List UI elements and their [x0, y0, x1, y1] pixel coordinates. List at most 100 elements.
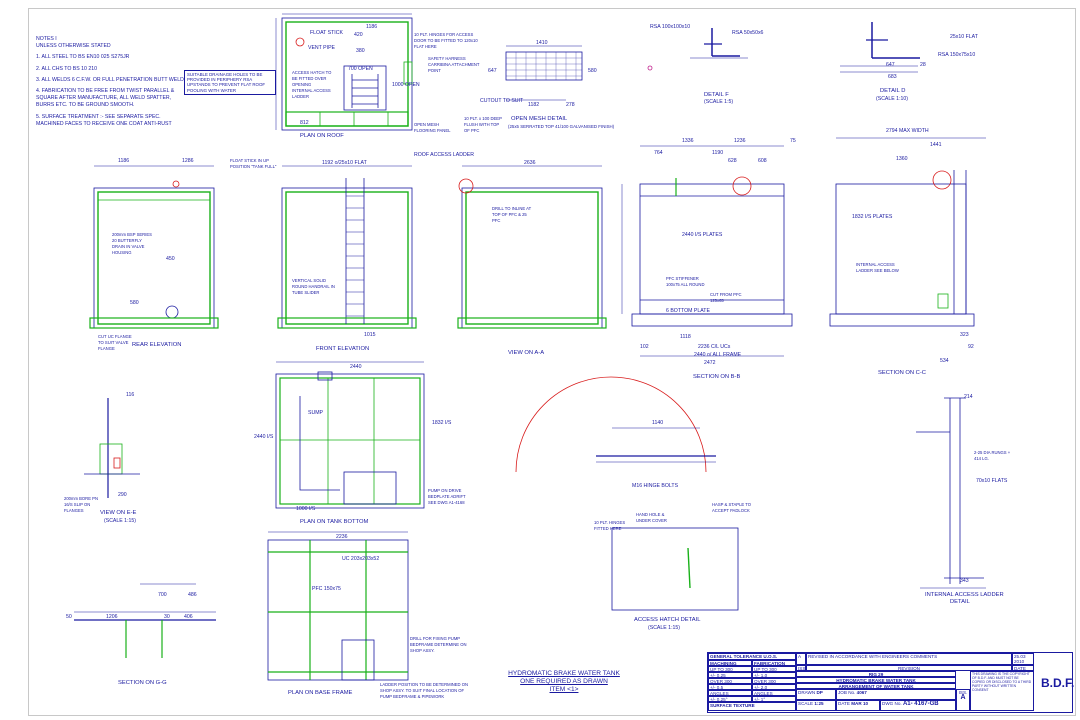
label-frame-b3: 2440 o/ ALL FRAME [694, 352, 742, 358]
ang-tol-f: +/- 1° [752, 696, 796, 702]
view-title-section-g: SECTION ON G-G [118, 680, 167, 686]
dwg-label-text: DWG No. [882, 701, 902, 706]
dim: 534 [940, 358, 949, 364]
title-line-1: HYDROMATIC BRAKE WATER TANK [508, 670, 620, 677]
label-hasp: HASP & STAPLE TO ACCEPT PADLOCK [712, 502, 752, 513]
label-drill-fixing: DRILL FOR FIXING PUMP BEDFRAME DETERMINE… [410, 636, 467, 653]
view-title-front-elevation: FRONT ELEVATION [316, 346, 370, 352]
label-pfc-stiffener: PFC STIFFENER 100x75 ALL ROUND [666, 276, 705, 287]
scale-label-text: SCALE [798, 701, 814, 706]
detail-f-view [647, 28, 748, 71]
drawing-frame [28, 8, 1076, 716]
company-logo: B.D.F. [1041, 676, 1075, 690]
section-on-c-c [829, 137, 986, 327]
dim: 1410 [536, 40, 548, 46]
label-harness: SAFETY HARNESS CARRIBINA ATTACHMENT POIN… [428, 56, 480, 73]
view-e-scale: (SCALE 1:15) [104, 518, 137, 524]
note-item: 4. FABRICATION TO BE FREE FROM TWIST PAR… [36, 88, 175, 109]
dim: 2236 [336, 534, 348, 540]
copyright-note: THIS DRAWING IS THE COPYRIGHT OF B.D.F. … [970, 671, 1034, 711]
date-heading: DATE [1012, 665, 1034, 671]
view-title-detail-f: DETAIL F [704, 92, 729, 98]
description-2: ARRANGEMENT OF WATER TANK [796, 683, 956, 689]
up-to-300-m: UP TO 300 [708, 666, 752, 672]
access-hatch-scale: (SCALE 1:15) [648, 625, 681, 631]
mach-tol-b: +/- 0.5 [708, 684, 752, 690]
dim: 343 [960, 578, 969, 584]
label-rsa-50: RSA 50x50x6 [732, 30, 764, 36]
date-value: MAR 10 [851, 701, 869, 706]
drawn-label: DRAWN DP [796, 689, 836, 700]
notes-subheading: UNLESS OTHERWISE STATED [36, 43, 111, 50]
dim: 608 [758, 158, 767, 164]
fabrication-label: FABRICATION [752, 660, 796, 666]
label-bsp-pipe: 200mm BSP SERIES 20 BUTTERFLY DRAIN IN V… [112, 232, 152, 255]
dim: 580 [130, 300, 139, 306]
dim: 323 [960, 332, 969, 338]
dim: 1118 [680, 334, 691, 340]
note-item: 3. ALL WELDS 6 C.F.W. OR FULL PENETRATIO… [36, 76, 184, 83]
dim: 1186 [366, 24, 378, 30]
internal-ladder-detail [916, 397, 986, 589]
view-title-open-mesh: OPEN MESH DETAIL [511, 116, 568, 122]
dim: 380 [356, 48, 365, 54]
revision-description: REVISED IN ACCORDANCE WITH ENGINEERS COM… [806, 653, 1012, 665]
dim: 683 [888, 74, 897, 80]
dim: 1441 [930, 142, 942, 148]
tolerance-heading: GENERAL TOLERANCE U.O.S. [708, 653, 796, 660]
label-roof-hinges: 10 PLT. HINGES FOR ACCESS DOOR TO BE FIT… [414, 32, 478, 49]
job-label: JOB No. 4067 [836, 689, 956, 700]
dim: 420 [354, 32, 363, 38]
label-frame-b2: 2236 C/L UCs [698, 344, 731, 350]
angles-m: ANGLES [708, 690, 752, 696]
scale-value: 1:25 [814, 701, 824, 706]
job-value: 4067 [856, 690, 867, 695]
section-on-g-g [74, 583, 216, 658]
fab-tol-a: +/- 1.0 [752, 672, 796, 678]
label-open-mesh-panel: OPEN MESH FLOORING PANEL [414, 122, 451, 133]
dim: 1190 [712, 150, 724, 156]
detail-d-view [840, 22, 920, 73]
date-label-text: DATE [838, 701, 850, 706]
iss-value: A [960, 694, 966, 702]
dim: 1206 [106, 614, 118, 620]
label-hinge-bolts: M16 HINGE BOLTS [632, 483, 679, 489]
dim: 580 [588, 68, 597, 74]
over-300-m: OVER 300 [708, 678, 752, 684]
view-title-ladder: INTERNAL ACCESS LADDER [925, 592, 1004, 598]
dim: 450 [166, 256, 175, 262]
label-pump: PUMP ON DRIVE BEDPLATE ADRIFT SEE DWG A1… [428, 488, 466, 505]
label-flat-25: 25x10 FLAT [950, 34, 978, 40]
dim: 1000 OPEN [392, 82, 420, 88]
label-vertical-rails: VERTICAL SOLID ROUND HANDRAIL IN TUBE SL… [292, 278, 335, 295]
over-300-f: OVER 300 [752, 678, 796, 684]
dwg-label: DWG No. A1- 4167-GB [880, 700, 956, 711]
dim: 764 [654, 150, 663, 156]
open-mesh-subtitle: (25x5 SERRATED TOP 41/100 GALVANISED FIN… [508, 124, 615, 129]
label-plates-b: 2440 I/S PLATES [682, 232, 723, 238]
dim: 1336 [682, 138, 694, 144]
label-hand-hole: HAND HOLE & UNDER COVER [636, 512, 667, 523]
dim: 1286 [182, 158, 194, 164]
section-on-b-b [621, 145, 793, 357]
dim: 1000 I/S [296, 506, 316, 512]
scale-label: SCALE 1:25 [796, 700, 836, 711]
label-rsa-top: RSA 100x100x10 [650, 24, 691, 30]
dim: 486 [188, 592, 197, 598]
dim: 28 [920, 62, 926, 68]
dim: 102 [640, 344, 649, 350]
dim: 1832 I/S [432, 420, 452, 426]
iss-value-cell: ISS.A [956, 689, 970, 711]
dim: 1140 [652, 420, 664, 426]
dim: 2440 I/S [254, 434, 274, 440]
dim: 2440 [350, 364, 362, 370]
drainage-note: SUITABLE DRAINAGE HOLES TO BE PROVIDED I… [184, 70, 276, 95]
label-float-full: FLOAT STICK IN UP POSITION "TANK FULL" [230, 158, 277, 169]
dwg-value: A1- 4167-GB [902, 701, 939, 707]
dim: 278 [566, 102, 575, 108]
dim: 1192 o/25x10 FLAT [322, 160, 367, 166]
title-line-3: ITEM <1> [549, 686, 579, 693]
dim: 2636 [524, 160, 536, 166]
label-pfc-150: PFC 150x75 [312, 586, 341, 592]
label-internal-ladder: INTERNAL ACCESS LADDER [292, 88, 331, 99]
